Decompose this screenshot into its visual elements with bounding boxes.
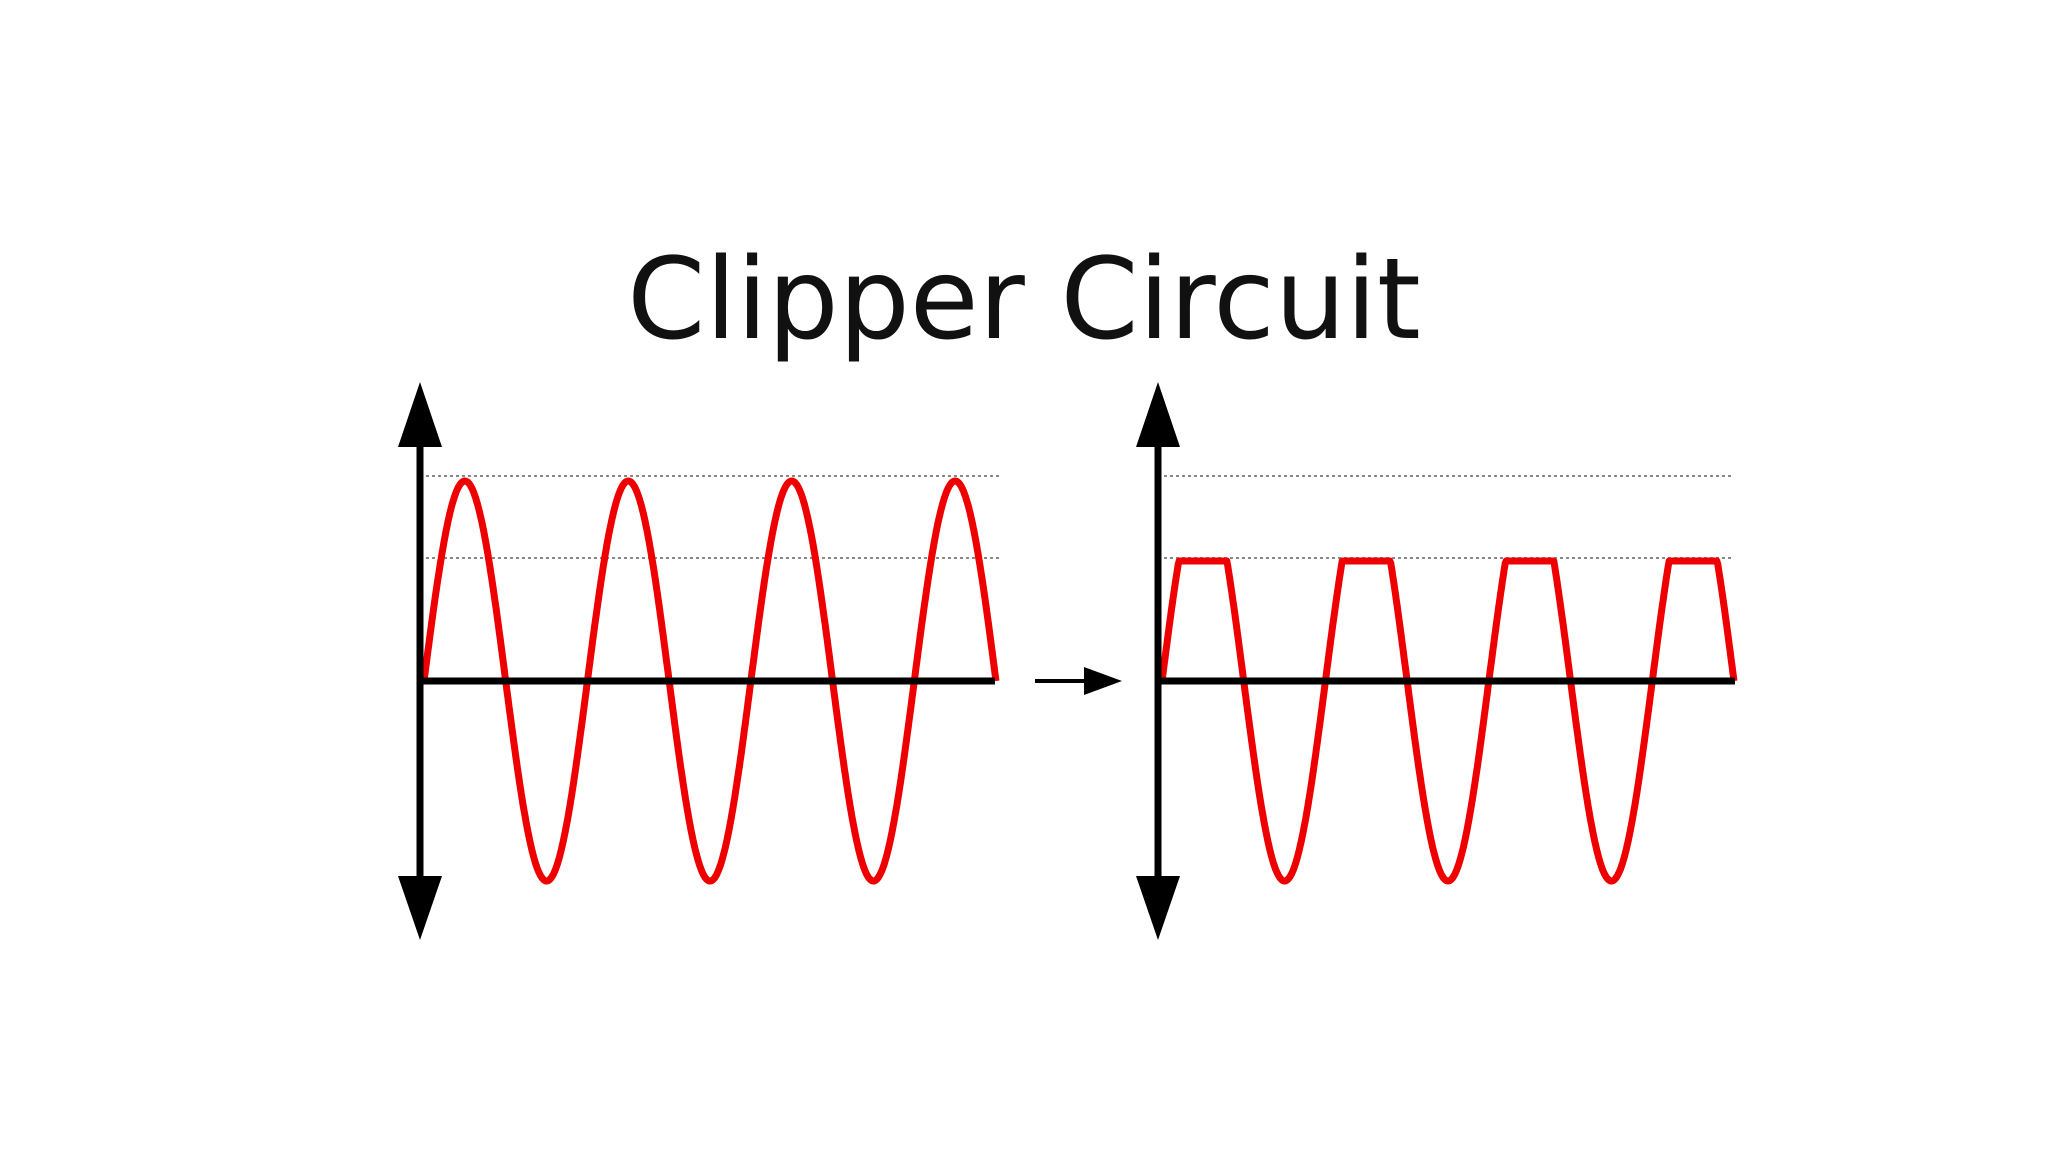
output-clipped-wave bbox=[1158, 557, 1738, 885]
output-axis-up-arrow-icon bbox=[1136, 382, 1180, 447]
right-arrow-icon bbox=[1035, 667, 1122, 695]
input-sine-wave bbox=[420, 477, 1000, 885]
output-waveform-panel bbox=[1136, 382, 1738, 940]
input-waveform-panel bbox=[398, 382, 1000, 940]
output-axis-down-arrow-icon bbox=[1136, 876, 1180, 940]
slide-title: Clipper Circuit bbox=[627, 235, 1421, 365]
input-axis-up-arrow-icon bbox=[398, 382, 442, 447]
input-axis-down-arrow-icon bbox=[398, 876, 442, 940]
